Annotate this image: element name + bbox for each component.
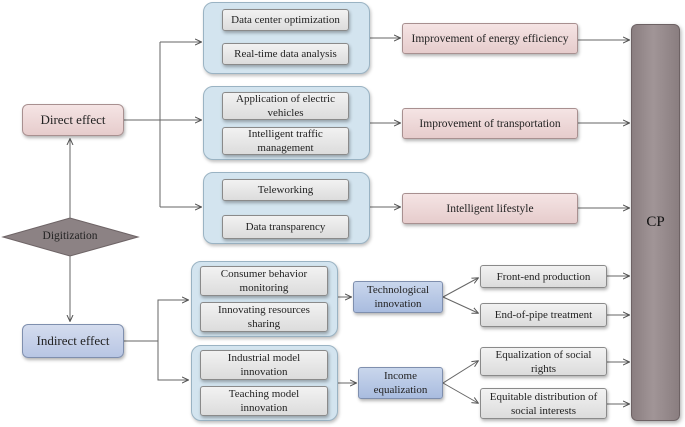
arrow-income-interests: [442, 382, 478, 403]
mechanism-income-equalization: Income equalization: [358, 367, 443, 399]
cp-label: CP: [646, 214, 665, 230]
arrow-tech-frontend: [442, 278, 478, 298]
outcome-front-end-production: Front-end production: [480, 265, 607, 288]
mechanism-technological-innovation: Technological innovation: [353, 281, 443, 313]
digitization-diamond: [1, 217, 140, 257]
digitization-label: Digitization: [42, 230, 98, 242]
outcome-equalization-social-rights: Equalization of social rights: [480, 347, 607, 376]
arrow-indirect-group-2: [157, 341, 188, 380]
result-transportation: Improvement of transportation: [402, 108, 578, 139]
item-realtime-data-analysis: Real-time data analysis: [222, 43, 349, 65]
item-teaching-model: Teaching model innovation: [200, 386, 328, 416]
item-teleworking: Teleworking: [222, 179, 349, 201]
indirect-effect-node: Indirect effect: [22, 324, 124, 358]
outcome-end-of-pipe-treatment: End-of-pipe treatment: [480, 303, 607, 327]
arrow-indirect-group-1: [157, 300, 188, 341]
item-resource-sharing: Innovating resources sharing: [200, 302, 328, 332]
item-data-transparency: Data transparency: [222, 215, 349, 239]
arrow-income-rights: [442, 361, 478, 384]
result-intelligent-lifestyle: Intelligent lifestyle: [402, 193, 578, 224]
cp-node: CP: [631, 24, 680, 421]
result-energy-efficiency: Improvement of energy efficiency: [402, 23, 578, 54]
direct-effect-node: Direct effect: [22, 104, 124, 136]
outcome-equitable-distribution: Equitable distribution of social interes…: [480, 388, 607, 419]
arrow-tech-endofpipe: [442, 296, 478, 313]
item-data-center-optimization: Data center optimization: [222, 9, 349, 31]
item-intelligent-traffic: Intelligent traffic management: [222, 127, 349, 155]
item-industrial-model: Industrial model innovation: [200, 350, 328, 380]
item-electric-vehicles: Application of electric vehicles: [222, 92, 349, 120]
item-consumer-behavior: Consumer behavior monitoring: [200, 266, 328, 296]
